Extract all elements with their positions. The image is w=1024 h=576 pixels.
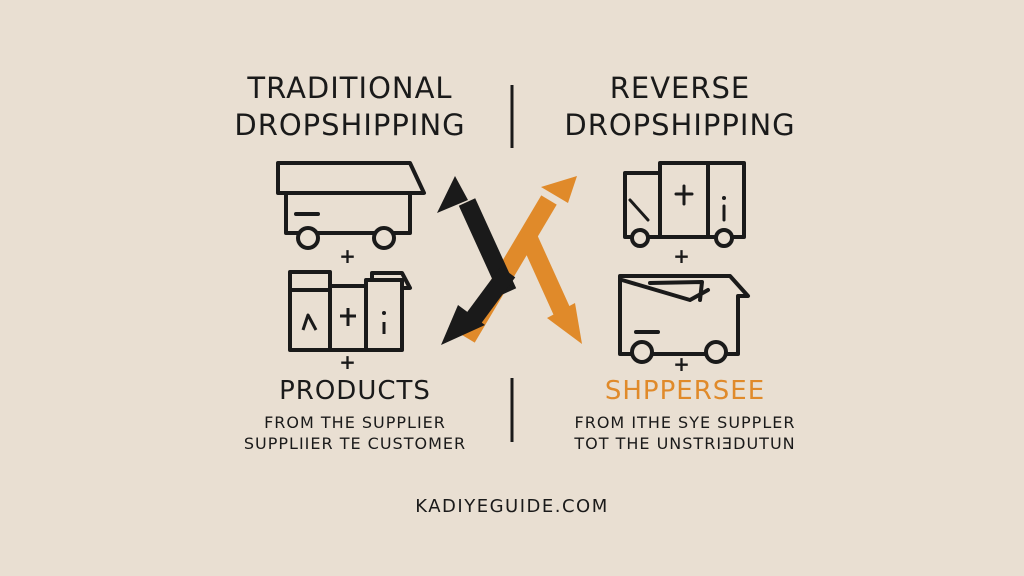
plus-icon: + bbox=[673, 244, 691, 268]
delivery-van-icon bbox=[618, 274, 750, 364]
left-subtitle-line2: SUPPLIIER TE CUSTOMER bbox=[243, 434, 467, 453]
heading-left-line1: TRADITIONAL bbox=[247, 71, 453, 105]
heading-left-line2: DROPSHIPPING bbox=[234, 108, 466, 142]
plus-icon: + bbox=[339, 350, 357, 374]
heading-right-line1: REVERSE bbox=[609, 71, 751, 105]
left-column-subtitle: FROM THE SUPPLIER SUPPLIIER TE CUSTOMER bbox=[220, 412, 490, 454]
warehouse-boxes-icon bbox=[288, 270, 412, 352]
heading-right-line2: DROPSHIPPING bbox=[564, 108, 796, 142]
delivery-truck-icon bbox=[276, 161, 426, 250]
heading-traditional-dropshipping: TRADITIONAL DROPSHIPPING bbox=[220, 70, 480, 144]
right-column-title: SHPPERSEE bbox=[604, 376, 766, 406]
box-truck-icon bbox=[623, 161, 746, 248]
left-column-title: PRODUCTS bbox=[279, 376, 431, 406]
plus-icon: + bbox=[673, 352, 691, 376]
right-subtitle-line2: TOT THE UNSTRIƎDUTUN bbox=[574, 434, 796, 453]
site-url: KADIYEGUIDE.COM bbox=[415, 496, 609, 517]
left-subtitle-line1: FROM THE SUPPLIER bbox=[264, 413, 446, 432]
heading-reverse-dropshipping: REVERSE DROPSHIPPING bbox=[550, 70, 810, 144]
right-subtitle-line1: FROM ITHE SYE SUPPLER bbox=[574, 413, 796, 432]
plus-icon: + bbox=[339, 244, 357, 268]
black-crossing-arrow-icon bbox=[437, 176, 517, 345]
right-column-subtitle: FROM ITHE SYE SUPPLER TOT THE UNSTRIƎDUT… bbox=[550, 412, 820, 454]
